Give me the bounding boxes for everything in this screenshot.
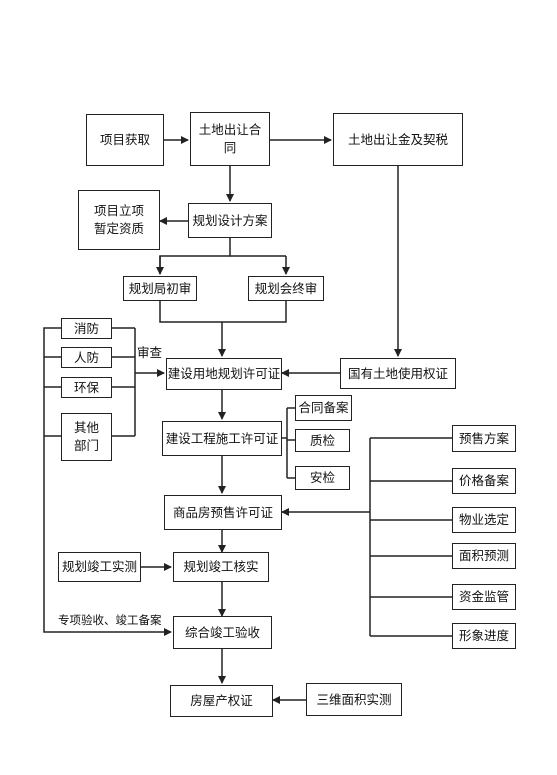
planning-committee-review-box: 规划会终审 — [248, 276, 324, 301]
completion-verification-box: 规划竣工核实 — [173, 552, 269, 582]
environment-box: 环保 — [61, 377, 112, 398]
fire-box: 消防 — [61, 318, 112, 339]
project-acquisition-box: 项目获取 — [86, 114, 164, 166]
area-3d-measurement-box: 三维面积实测 — [306, 683, 402, 716]
property-certificate-box: 房屋产权证 — [170, 685, 273, 717]
completion-survey-box: 规划竣工实测 — [58, 552, 141, 582]
final-acceptance-box: 综合竣工验收 — [173, 616, 272, 649]
contract-filing-box: 合同备案 — [295, 395, 352, 421]
property-selection-box: 物业选定 — [452, 507, 516, 533]
progress-image-box: 形象进度 — [452, 623, 516, 649]
fund-supervision-box: 资金监管 — [452, 584, 516, 610]
presale-permit-box: 商品房预售许可证 — [164, 495, 282, 530]
civil-defense-box: 人防 — [61, 347, 112, 368]
construction-permit-box: 建设工程施工许可证 — [162, 421, 282, 456]
presale-plan-box: 预售方案 — [452, 425, 516, 452]
edge-bureau-merge — [159, 301, 287, 323]
special-acceptance-label: 专项验收、竣工备案 — [58, 613, 162, 627]
project-approval-box: 项目立项 暂定资质 — [78, 190, 160, 250]
edge-outer-rail — [43, 327, 172, 636]
other-departments-box: 其他 部门 — [61, 413, 112, 461]
price-filing-box: 价格备案 — [452, 468, 516, 494]
land-planning-permit-box: 建设用地规划许可证 — [166, 358, 282, 390]
planning-bureau-review-box: 规划局初审 — [123, 276, 197, 301]
safety-check-box: 安检 — [295, 466, 350, 490]
area-prediction-box: 面积预测 — [452, 543, 516, 569]
quality-check-box: 质检 — [295, 429, 350, 452]
review-label: 审查 — [137, 345, 163, 360]
land-fee-tax-box: 土地出让金及契税 — [333, 113, 463, 166]
land-transfer-contract-box: 土地出让合 同 — [190, 112, 270, 166]
land-use-certificate-box: 国有土地使用权证 — [340, 358, 456, 389]
planning-design-box: 规划设计方案 — [188, 203, 272, 238]
edge-design-to-reviews — [159, 238, 231, 274]
